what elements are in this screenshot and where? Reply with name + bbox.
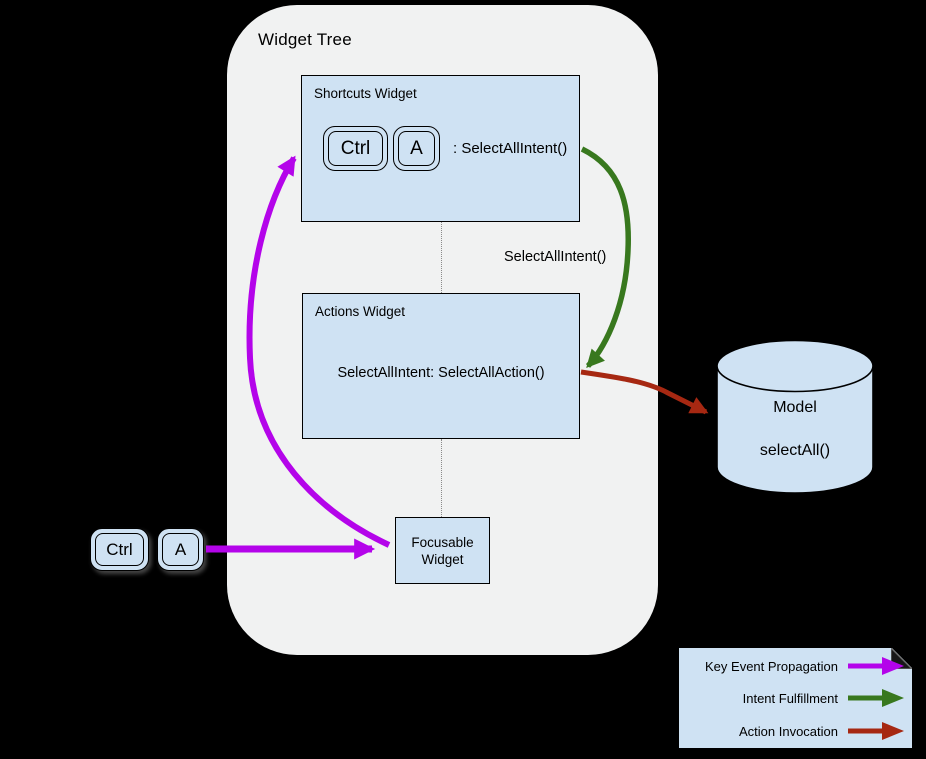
input-ctrl-keycap: Ctrl [90, 528, 149, 571]
intent-flow-label: SelectAllIntent() [504, 249, 607, 265]
legend: Key Event Propagation Intent Fulfillment… [679, 648, 912, 748]
legend-row-key-event: Key Event Propagation [705, 654, 906, 678]
model-method: selectAll() [759, 442, 831, 459]
model-cylinder: Model selectAll() [714, 338, 876, 496]
ctrl-keycap-label: Ctrl [328, 131, 383, 166]
cylinder-shape-icon [716, 339, 874, 494]
model-title: Model [773, 399, 817, 416]
focusable-widget-box: Focusable Widget [395, 517, 490, 584]
key-event-arrow-icon [848, 657, 904, 675]
legend-label-intent: Intent Fulfillment [742, 690, 838, 706]
legend-label-key-event: Key Event Propagation [705, 658, 838, 674]
shortcuts-widget-label: Shortcuts Widget [314, 86, 417, 101]
input-a-keycap-label: A [162, 533, 199, 566]
input-a-keycap: A [157, 528, 204, 571]
legend-row-intent: Intent Fulfillment [743, 686, 906, 710]
shortcut-key-binding: Ctrl A : SelectAllIntent() [323, 126, 567, 171]
a-keycap: A [393, 126, 440, 171]
intent-arrow-icon [848, 689, 904, 707]
action-arrow-icon [848, 722, 904, 740]
tree-connector-bottom [441, 439, 442, 517]
a-keycap-label: A [398, 131, 435, 166]
shortcuts-binding-text: : SelectAllIntent() [453, 140, 568, 157]
legend-row-action: Action Invocation [739, 719, 906, 743]
actions-mapping-text: SelectAllIntent: SelectAllAction() [337, 365, 545, 381]
widget-tree-title: Widget Tree [258, 30, 352, 49]
input-ctrl-keycap-label: Ctrl [95, 533, 144, 566]
actions-widget-box: Actions Widget SelectAllIntent: SelectAl… [302, 293, 580, 439]
shortcuts-widget-box: Shortcuts Widget Ctrl A : SelectAllInten… [301, 75, 580, 222]
tree-connector-top [441, 222, 442, 293]
actions-widget-label: Actions Widget [315, 304, 406, 319]
legend-label-action: Action Invocation [738, 723, 838, 739]
ctrl-keycap: Ctrl [323, 126, 388, 171]
